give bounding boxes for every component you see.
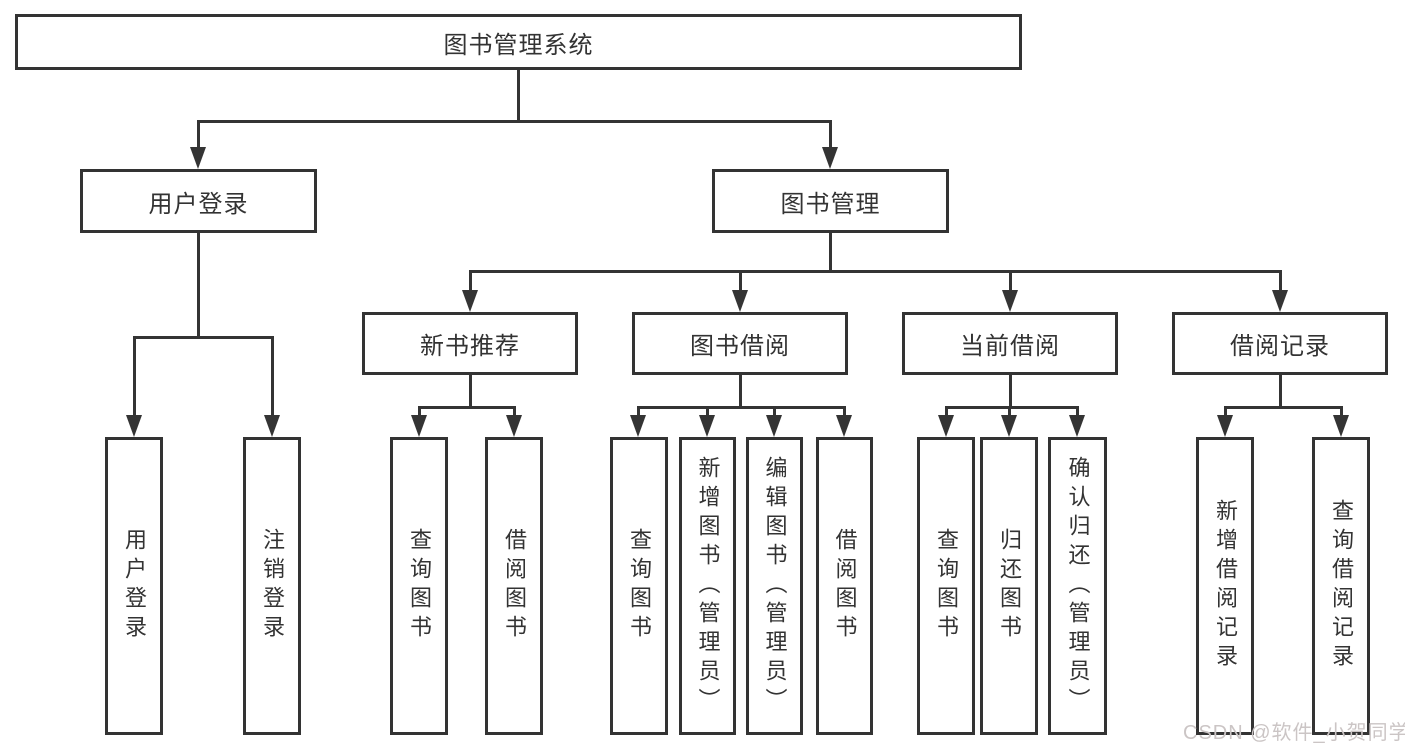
arrowhead-down-icon: [462, 290, 478, 312]
connector-line: [133, 336, 136, 415]
node-new-book-recommend: 新书推荐: [362, 312, 578, 375]
leaf-query-borrow-record-label: 查询借阅记录: [1329, 499, 1354, 673]
connector-line: [1008, 406, 1011, 415]
connector-line: [469, 375, 472, 406]
leaf-edit-book-admin: 编辑图书（管理员）: [746, 437, 803, 735]
connector-line: [1009, 375, 1012, 406]
arrowhead-down-icon: [732, 290, 748, 312]
leaf-confirm-return-admin-label: 确认归还（管理员）: [1065, 455, 1091, 717]
node-book-borrow: 图书借阅: [632, 312, 848, 375]
connector-line: [271, 336, 274, 415]
leaf-user-login: 用户登录: [105, 437, 163, 735]
node-current-borrow-label: 当前借阅: [960, 333, 1060, 360]
connector-line: [133, 336, 274, 339]
arrowhead-down-icon: [766, 415, 782, 437]
connector-line: [1340, 406, 1343, 415]
connector-line: [637, 406, 846, 409]
arrowhead-down-icon: [1217, 415, 1233, 437]
leaf-add-book-admin-label: 新增图书（管理员）: [695, 455, 721, 717]
leaf-query-books-3: 查询图书: [917, 437, 975, 735]
connector-line: [773, 406, 776, 415]
node-borrow-records: 借阅记录: [1172, 312, 1388, 375]
leaf-return-book: 归还图书: [980, 437, 1038, 735]
connector-line: [1076, 406, 1079, 415]
connector-line: [843, 406, 846, 415]
arrowhead-down-icon: [264, 415, 280, 437]
connector-line: [197, 233, 200, 336]
connector-line: [945, 406, 1079, 409]
arrowhead-down-icon: [630, 415, 646, 437]
leaf-borrow-books-2-label: 借阅图书: [832, 528, 858, 644]
leaf-add-book-admin: 新增图书（管理员）: [679, 437, 736, 735]
leaf-borrow-books-2: 借阅图书: [816, 437, 873, 735]
arrowhead-down-icon: [1069, 415, 1085, 437]
leaf-query-borrow-record: 查询借阅记录: [1312, 437, 1370, 735]
connector-line: [197, 120, 832, 123]
leaf-query-books-3-label: 查询图书: [934, 528, 959, 644]
watermark: CSDN @软件_小贺同学: [1183, 716, 1405, 745]
connector-line: [1279, 270, 1282, 290]
leaf-return-book-label: 归还图书: [997, 528, 1022, 644]
connector-line: [1279, 375, 1282, 406]
node-root: 图书管理系统: [15, 14, 1022, 70]
node-book-management: 图书管理: [712, 169, 949, 233]
leaf-query-books-2: 查询图书: [610, 437, 668, 735]
node-root-label: 图书管理系统: [443, 31, 594, 59]
connector-line: [945, 406, 948, 415]
connector-line: [706, 406, 709, 415]
connector-line: [829, 120, 832, 147]
leaf-query-books-1-label: 查询图书: [407, 528, 432, 644]
node-borrow-records-label: 借阅记录: [1230, 333, 1330, 360]
arrowhead-down-icon: [822, 147, 838, 169]
node-user-login: 用户登录: [80, 169, 317, 233]
connector-line: [1224, 406, 1227, 415]
leaf-borrow-books-1: 借阅图书: [485, 437, 543, 735]
leaf-add-borrow-record-label: 新增借阅记录: [1213, 499, 1238, 673]
arrowhead-down-icon: [1002, 290, 1018, 312]
connector-line: [517, 70, 520, 120]
connector-line: [739, 270, 742, 290]
connector-line: [469, 270, 472, 290]
arrowhead-down-icon: [506, 415, 522, 437]
connector-line: [739, 375, 742, 406]
connector-line: [197, 120, 200, 147]
connector-line: [418, 406, 516, 409]
arrowhead-down-icon: [126, 415, 142, 437]
arrowhead-down-icon: [699, 415, 715, 437]
node-book-borrow-label: 图书借阅: [690, 333, 790, 360]
connector-line: [637, 406, 640, 415]
leaf-borrow-books-1-label: 借阅图书: [502, 528, 527, 644]
leaf-query-books-2-label: 查询图书: [627, 528, 652, 644]
leaf-user-login-label: 用户登录: [122, 528, 147, 644]
arrowhead-down-icon: [1333, 415, 1349, 437]
leaf-add-borrow-record: 新增借阅记录: [1196, 437, 1254, 735]
connector-line: [513, 406, 516, 415]
connector-line: [1224, 406, 1342, 409]
node-new-book-recommend-label: 新书推荐: [420, 333, 520, 360]
arrowhead-down-icon: [836, 415, 852, 437]
leaf-query-books-1: 查询图书: [390, 437, 448, 735]
arrowhead-down-icon: [938, 415, 954, 437]
connector-line: [469, 270, 1282, 273]
arrowhead-down-icon: [411, 415, 427, 437]
watermark-text: CSDN @软件_小贺同学: [1183, 722, 1405, 744]
leaf-confirm-return-admin: 确认归还（管理员）: [1048, 437, 1107, 735]
leaf-edit-book-admin-label: 编辑图书（管理员）: [762, 455, 788, 717]
connector-line: [418, 406, 421, 415]
node-user-login-label: 用户登录: [148, 190, 249, 218]
node-current-borrow: 当前借阅: [902, 312, 1118, 375]
arrowhead-down-icon: [1272, 290, 1288, 312]
arrowhead-down-icon: [190, 147, 206, 169]
node-book-management-label: 图书管理: [780, 190, 881, 218]
connector-line: [1009, 270, 1012, 290]
connector-line: [829, 233, 832, 270]
leaf-logout-label: 注销登录: [260, 528, 285, 644]
leaf-logout: 注销登录: [243, 437, 301, 735]
arrowhead-down-icon: [1001, 415, 1017, 437]
